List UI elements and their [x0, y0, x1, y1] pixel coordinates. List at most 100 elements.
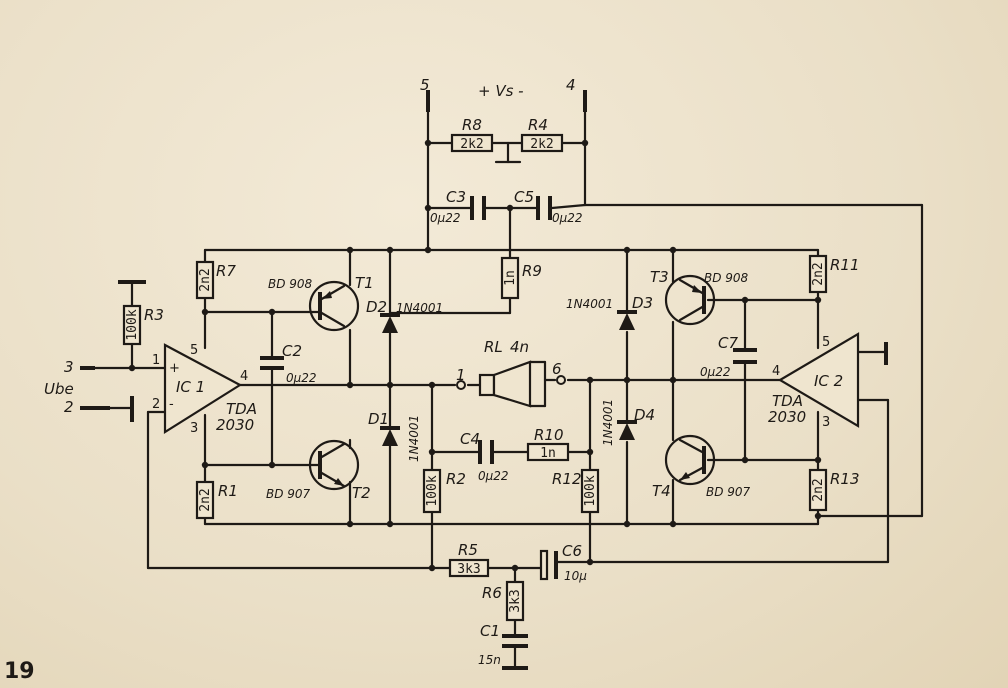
svg-text:T1: T1 [355, 274, 374, 292]
svg-text:D3: D3 [632, 294, 653, 312]
svg-text:R1: R1 [218, 482, 238, 500]
ube-label: Ube [44, 380, 74, 398]
resistor-r5: 3k3 R5 [448, 541, 490, 578]
terminal-labels: 5 4 + Vs - 3 2 Ube 1 6 [44, 76, 576, 416]
svg-text:R11: R11 [830, 256, 860, 274]
resistor-r2: 100k R2 [422, 468, 466, 514]
svg-text:C5: C5 [514, 188, 534, 206]
transistor-t4: T4 BD 907 [652, 434, 751, 500]
svg-text:5: 5 [190, 343, 198, 358]
transistor-t2: T2 BD 907 [266, 439, 371, 502]
svg-text:IC 1: IC 1 [176, 378, 205, 396]
svg-text:BD 908: BD 908 [704, 271, 749, 285]
svg-text:100k: 100k [425, 475, 440, 506]
ic2-amplifier: IC 2 TDA 2030 5 3 4 [768, 332, 860, 430]
svg-text:2k2: 2k2 [530, 137, 553, 152]
svg-text:1n: 1n [540, 446, 556, 461]
svg-text:R10: R10 [534, 426, 564, 444]
svg-text:2k2: 2k2 [460, 137, 483, 152]
resistor-r10: 1n R10 [526, 426, 570, 462]
svg-text:1: 1 [152, 353, 160, 368]
svg-text:100k: 100k [125, 309, 140, 340]
svg-text:D1: D1 [368, 410, 389, 428]
svg-text:IC 2: IC 2 [814, 372, 843, 390]
svg-text:5: 5 [822, 335, 830, 350]
svg-text:2030: 2030 [216, 416, 254, 434]
svg-text:D4: D4 [634, 406, 655, 424]
svg-text:2n2: 2n2 [811, 262, 826, 285]
diode-d2: D2 1N4001 [366, 298, 443, 333]
diode-d1: D1 1N4001 [368, 410, 421, 462]
svg-text:3: 3 [822, 415, 830, 430]
diode-d4: D4 1N4001 [601, 399, 655, 446]
output-6-label: 6 [552, 360, 562, 378]
resistor-r1: 2n2 R1 [195, 480, 238, 520]
resistor-r9: 1n R9 [500, 256, 542, 300]
svg-text:BD 907: BD 907 [266, 487, 311, 501]
svg-text:100k: 100k [583, 475, 598, 506]
resistor-r6: 3k3 R6 [482, 580, 525, 622]
svg-text:RL: RL [484, 338, 503, 356]
svg-text:R7: R7 [216, 262, 236, 280]
diode-d3: D3 1N4001 [566, 294, 653, 330]
capacitor-c7: C7 0μ22 [700, 334, 757, 379]
svg-text:4: 4 [240, 369, 248, 384]
svg-text:4: 4 [772, 364, 780, 379]
svg-text:R8: R8 [462, 116, 482, 134]
svg-text:3: 3 [190, 421, 198, 436]
resistor-r11: 2n2 R11 [808, 254, 860, 294]
capacitor-c4: C4 0μ22 [460, 430, 509, 483]
resistor-r12: 100k R12 [552, 468, 600, 514]
svg-text:R12: R12 [552, 470, 582, 488]
svg-text:4n: 4n [510, 338, 529, 356]
svg-text:C7: C7 [718, 334, 738, 352]
junction-dots [128, 139, 822, 572]
transistor-t3: T3 BD 908 [650, 268, 749, 326]
resistor-r8: 2k2 R8 [450, 116, 494, 153]
svg-text:D2: D2 [366, 298, 387, 316]
resistor-r7: 2n2 R7 [195, 260, 236, 300]
capacitor-c2: C2 0μ22 [260, 342, 317, 385]
svg-text:R2: R2 [446, 470, 466, 488]
svg-text:3k3: 3k3 [457, 562, 480, 577]
figure-number: 19 [4, 659, 35, 684]
loudspeaker-load: RL 4n [478, 338, 547, 408]
svg-text:2n2: 2n2 [198, 268, 213, 291]
input-minus-label: 2 [64, 398, 74, 416]
svg-text:2n2: 2n2 [811, 478, 826, 501]
svg-text:R13: R13 [830, 470, 860, 488]
svg-text:T3: T3 [650, 268, 669, 286]
svg-text:R9: R9 [522, 262, 542, 280]
capacitor-c5: C5 0μ22 [514, 188, 583, 225]
svg-text:3k3: 3k3 [508, 589, 523, 612]
svg-text:-: - [169, 397, 174, 412]
capacitor-c6: C6 10μ [539, 542, 587, 583]
supply-pin-neg: 4 [566, 76, 576, 94]
svg-text:TDA: TDA [772, 392, 803, 410]
svg-text:1N4001: 1N4001 [566, 297, 613, 311]
svg-text:C4: C4 [460, 430, 480, 448]
resistor-r13: 2n2 R13 [808, 468, 860, 512]
svg-text:2: 2 [152, 397, 160, 412]
svg-text:R5: R5 [458, 541, 478, 559]
svg-text:2n2: 2n2 [198, 488, 213, 511]
capacitor-c3: C3 0μ22 [430, 188, 486, 225]
supply-pin-pos: 5 [420, 76, 430, 94]
ic1-amplifier: IC 1 TDA 2030 1 2 5 3 4 + - [152, 343, 257, 436]
resistor-r3: 100k R3 [122, 304, 164, 346]
svg-text:0μ22: 0μ22 [700, 365, 731, 379]
output-1-label: 1 [456, 366, 466, 384]
svg-text:TDA: TDA [226, 400, 257, 418]
svg-text:BD 907: BD 907 [706, 485, 751, 499]
svg-text:C3: C3 [446, 188, 466, 206]
svg-text:R4: R4 [528, 116, 548, 134]
svg-text:1N4001: 1N4001 [396, 301, 443, 315]
svg-text:0μ22: 0μ22 [286, 371, 317, 385]
capacitor-c1: C1 15n [478, 622, 528, 670]
svg-text:0μ22: 0μ22 [478, 469, 509, 483]
svg-text:T2: T2 [352, 484, 371, 502]
svg-text:1n: 1n [503, 270, 518, 286]
svg-text:BD 908: BD 908 [268, 277, 313, 291]
svg-text:C6: C6 [562, 542, 582, 560]
